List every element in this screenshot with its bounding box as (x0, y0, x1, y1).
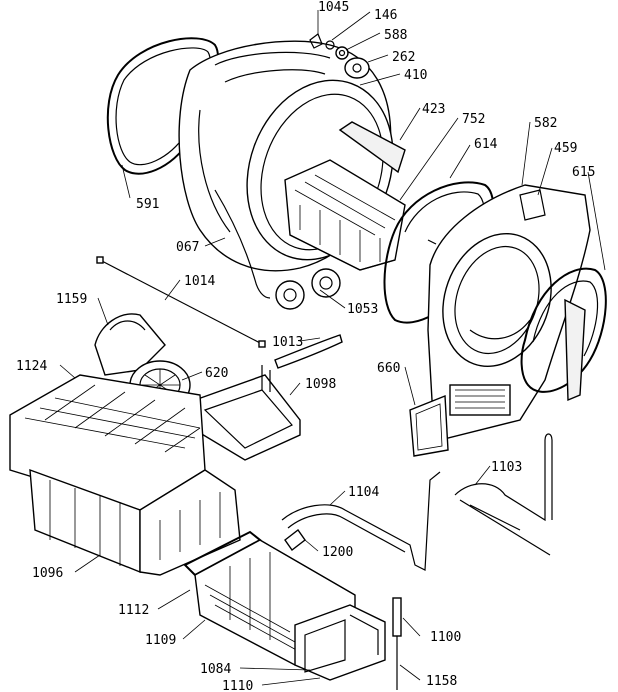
label-588: 588 (384, 28, 407, 43)
sensor-1100 (392, 597, 402, 690)
label-1158: 1158 (426, 674, 457, 689)
label-1100: 1100 (430, 630, 461, 645)
label-614: 614 (474, 137, 498, 152)
front-panel-582 (427, 184, 591, 441)
condenser-box-1084 (294, 604, 386, 681)
label-1104: 1104 (348, 485, 379, 500)
belt-067 (214, 189, 271, 299)
baffle-423 (338, 121, 406, 174)
hub-parts (309, 33, 370, 79)
label-591: 591 (136, 197, 159, 212)
label-1112: 1112 (118, 603, 149, 618)
hose-1104 (281, 471, 441, 571)
label-1053: 1053 (347, 302, 378, 317)
label-1110: 1110 (222, 679, 253, 692)
label-410: 410 (404, 68, 427, 83)
part-labels: 1045 146 588 262 410 423 752 614 582 459… (16, 0, 595, 692)
leader-lines (59, 10, 606, 686)
filter-660 (409, 394, 449, 457)
label-1200: 1200 (322, 545, 353, 560)
label-1098: 1098 (305, 377, 336, 392)
label-1014: 1014 (184, 274, 215, 289)
label-1109: 1109 (145, 633, 176, 648)
label-1084: 1084 (200, 662, 231, 677)
label-1159: 1159 (56, 292, 87, 307)
label-1103: 1103 (491, 460, 522, 475)
label-423: 423 (422, 102, 445, 117)
label-582: 582 (534, 116, 557, 131)
duct-1159 (94, 313, 166, 376)
label-1013: 1013 (272, 335, 303, 350)
base-housing-1124 (9, 374, 241, 576)
label-660: 660 (377, 361, 400, 376)
wire-1014 (96, 256, 266, 348)
basket-752 (284, 159, 406, 271)
label-1045: 1045 (318, 0, 349, 15)
door-ring-615 (520, 267, 607, 402)
label-1096: 1096 (32, 566, 63, 581)
label-620: 620 (205, 366, 228, 381)
label-146: 146 (374, 8, 397, 23)
label-615: 615 (572, 165, 595, 180)
rollers-1053 (275, 268, 341, 310)
label-752: 752 (462, 112, 485, 127)
hose-1200 (284, 528, 306, 552)
label-067: 067 (176, 240, 199, 255)
label-1124: 1124 (16, 359, 47, 374)
label-262: 262 (392, 50, 415, 65)
bracket-1013 (274, 334, 343, 369)
hose-1103 (454, 433, 553, 556)
label-459: 459 (554, 141, 577, 156)
